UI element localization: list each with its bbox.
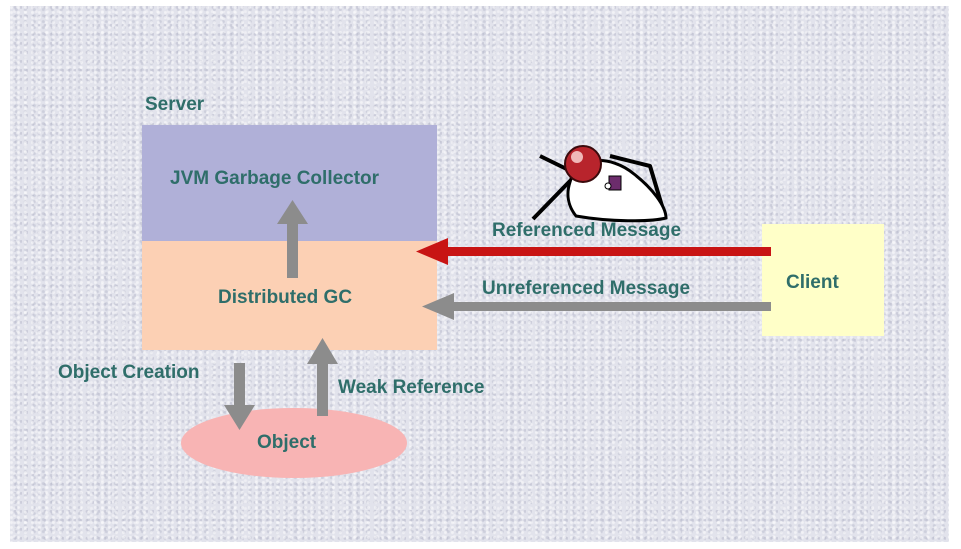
dgc-to-jvm-arrow: [277, 200, 308, 278]
unreferenced-message-label: Unreferenced Message: [482, 278, 691, 299]
object-creation-arrow: [224, 363, 255, 430]
client-label: Client: [786, 272, 839, 293]
diagram-canvas: Server JVM Garbage Collector Distributed…: [10, 6, 949, 542]
duke-mascot-icon: [531, 145, 668, 223]
arrows-layer: [224, 145, 771, 430]
server-label: Server: [145, 94, 205, 115]
weak-reference-arrow: [307, 338, 338, 416]
unreferenced-message-arrow: [422, 293, 771, 320]
referenced-message-arrow: [416, 238, 771, 265]
object-label: Object: [257, 432, 317, 453]
referenced-message-label: Referenced Message: [492, 220, 682, 241]
object-creation-label: Object Creation: [58, 362, 200, 383]
distributed-gc-box: Distributed GC: [142, 241, 437, 350]
jvm-garbage-collector-box: JVM Garbage Collector: [142, 125, 437, 241]
object-ellipse: Object: [181, 408, 407, 478]
weak-reference-label: Weak Reference: [338, 377, 485, 398]
distributed-gc-label: Distributed GC: [218, 287, 353, 308]
jvm-garbage-collector-label: JVM Garbage Collector: [170, 168, 380, 189]
client-box: Client: [762, 224, 884, 336]
